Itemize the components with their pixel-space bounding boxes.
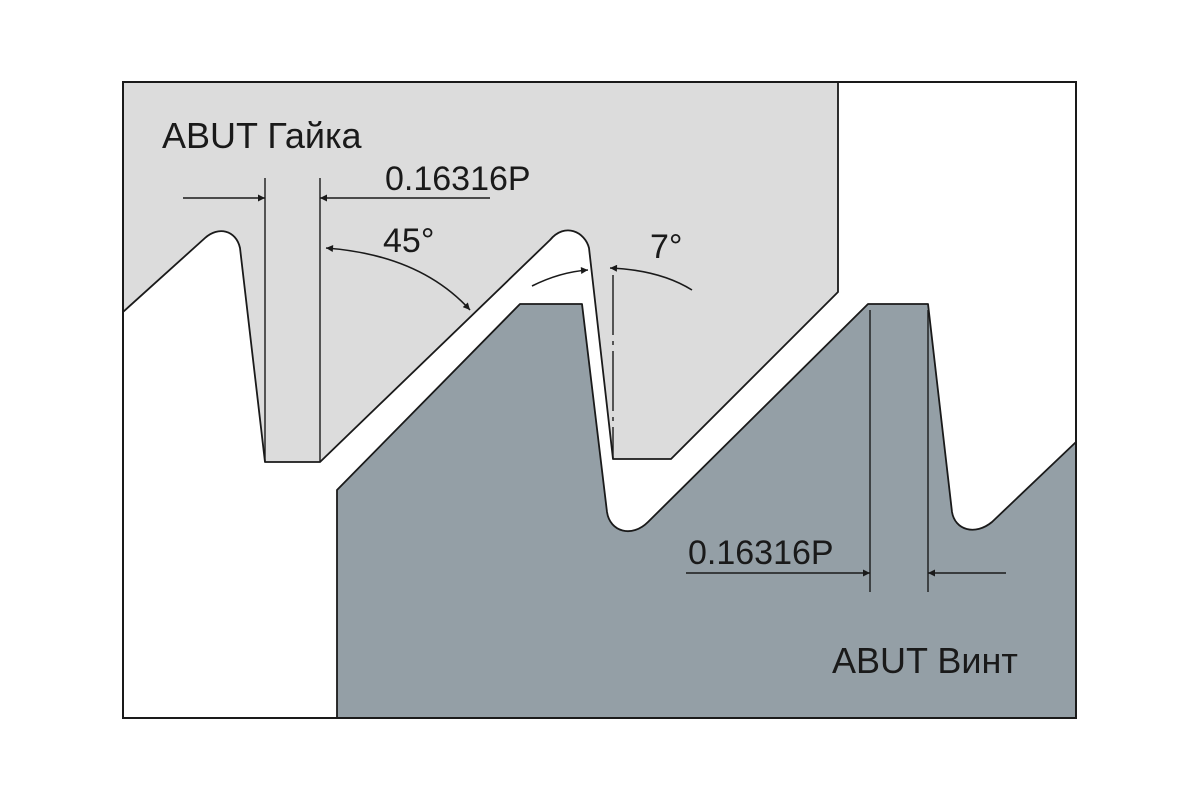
- nut-title-label: ABUT Гайка: [162, 115, 363, 156]
- nut-dimension-lines: [183, 178, 490, 462]
- angle-7-arc: [531, 264, 693, 459]
- drawing-frame: [122, 81, 1077, 719]
- screw-profile: [336, 303, 1077, 719]
- angle-45-label: 45°: [383, 222, 434, 260]
- nut-dimension-label: 0.16316P: [385, 160, 531, 198]
- angle-45-arc: [325, 245, 471, 311]
- screw-title-label: ABUT Винт: [832, 640, 1018, 681]
- nut-profile: [122, 81, 839, 463]
- screw-dimension-label: 0.16316P: [688, 534, 834, 572]
- angle-7-label: 7°: [650, 228, 683, 266]
- screw-dimension-lines: [686, 310, 1006, 592]
